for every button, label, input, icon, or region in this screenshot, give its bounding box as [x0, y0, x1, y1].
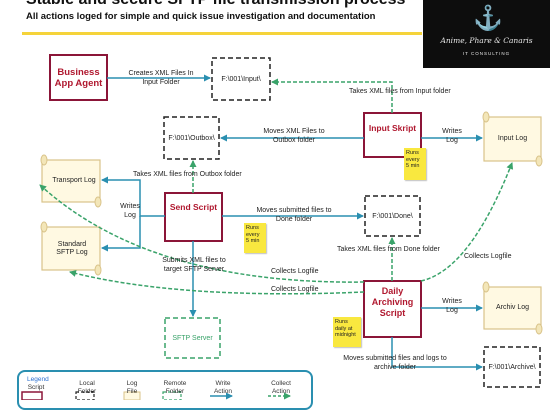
legend-item-write-action: Write Action: [213, 380, 233, 395]
label-moves-to-done: Moves submitted files to Done folder: [256, 207, 332, 223]
legend-item-remote-folder: Remote Folder: [163, 380, 187, 395]
legend-item-log-file: Log File: [126, 380, 138, 395]
legend-log-swatch: [123, 391, 141, 400]
label-submits-xml: Submits XML files to target SFTP Server: [162, 257, 226, 273]
label-takes-from-done: Takes XML files from Done folder: [337, 246, 440, 253]
legend: Legend Script Local Folder Log File Remo…: [17, 370, 313, 410]
input-log-scroll: [482, 111, 543, 167]
label-takes-from-outbox: Takes XML files from Outbox folder: [133, 171, 242, 178]
page-subtitle: All actions loged for simple and quick i…: [26, 11, 376, 22]
outbox-folder-box: [163, 116, 220, 160]
legend-item-collect-action: Collect Action: [271, 380, 291, 395]
arrow-writes-transport-log: [101, 176, 165, 217]
legend-item-local-folder: Local Folder: [77, 380, 97, 395]
legend-remote-swatch: [162, 391, 182, 400]
label-collects-logfile-3: Collects Logfile: [271, 286, 319, 293]
label-takes-from-input: Takes XML files from Input folder: [349, 88, 451, 95]
legend-script-swatch: [21, 391, 43, 400]
send-runs-note: Runs every 5 min: [244, 223, 266, 253]
arrow-collects-input-log: [420, 162, 514, 282]
label-collects-logfile-2: Collects Logfile: [271, 268, 319, 275]
send-script-label: Send Script: [169, 201, 218, 212]
done-folder-box: [364, 195, 421, 237]
sftp-server-box: [164, 317, 221, 359]
logo-subtitle: IT CONSULTING: [462, 51, 511, 56]
anchor-icon: ⚓: [473, 5, 503, 32]
label-creates-xml: Creates XML Files In Input Folder: [128, 70, 194, 86]
archive-folder-label: F:\001\Archive\: [488, 363, 536, 371]
archive-folder-box: [483, 346, 541, 388]
input-script-label: Input Skript: [368, 122, 417, 133]
label-writes-log-input: Writes Log: [442, 128, 462, 144]
process-diagram: [21, 54, 543, 400]
input-runs-note: Runs every 5 min: [404, 148, 426, 180]
company-logo: ⚓ Anime, Phare & Canaris IT CONSULTING: [423, 0, 550, 68]
daily-runs-note: Runs daily at midnight: [333, 317, 361, 347]
transport-log-label: Transport Log: [52, 176, 96, 184]
sftp-server-label: SFTP Server: [172, 334, 213, 342]
standard-sftp-log-label: Standard SFTP Log: [56, 240, 88, 257]
arrow-moves-to-archive: [391, 337, 483, 371]
label-collects-logfile-1: Collects Logfile: [464, 253, 512, 260]
input-folder-box: [211, 57, 271, 101]
daily-script-label: Daily Archiving Script: [371, 285, 414, 318]
arrow-collects-sftp-log: [69, 270, 365, 295]
input-log-label: Input Log: [497, 134, 528, 142]
legend-title: Legend: [27, 376, 49, 383]
arrow-writes-sftp-log: [101, 216, 141, 252]
arrow-collects-transport-log: [39, 184, 365, 283]
archiv-log-scroll: [482, 281, 543, 335]
arrow-takes-from-input: [271, 78, 393, 113]
done-folder-label: F:\001\Done\: [372, 212, 413, 220]
input-folder-label: F:\001\Input\: [221, 75, 261, 83]
label-moves-to-archive: Moves submitted files and logs to archiv…: [343, 355, 447, 371]
transport-log-scroll: [40, 154, 102, 208]
label-writes-log-daily: Writes Log: [442, 298, 462, 314]
label-writes-log-send: Writes Log: [120, 203, 140, 219]
legend-item-script: Script: [27, 384, 45, 391]
business-app-label: Business App Agent: [54, 66, 103, 89]
label-moves-to-outbox: Moves XML Files to Outbox folder: [263, 128, 325, 144]
legend-folder-swatch: [75, 391, 95, 400]
logo-brand: Anime, Phare & Canaris: [440, 36, 533, 45]
outbox-folder-label: F:\001\Outbox\: [168, 134, 215, 142]
archiv-log-label: Archiv Log: [495, 303, 530, 311]
sftp-log-scroll: [40, 221, 102, 276]
page-title: Stable and secure SFTP file transmission…: [26, 0, 405, 9]
title-underline: [22, 32, 422, 35]
